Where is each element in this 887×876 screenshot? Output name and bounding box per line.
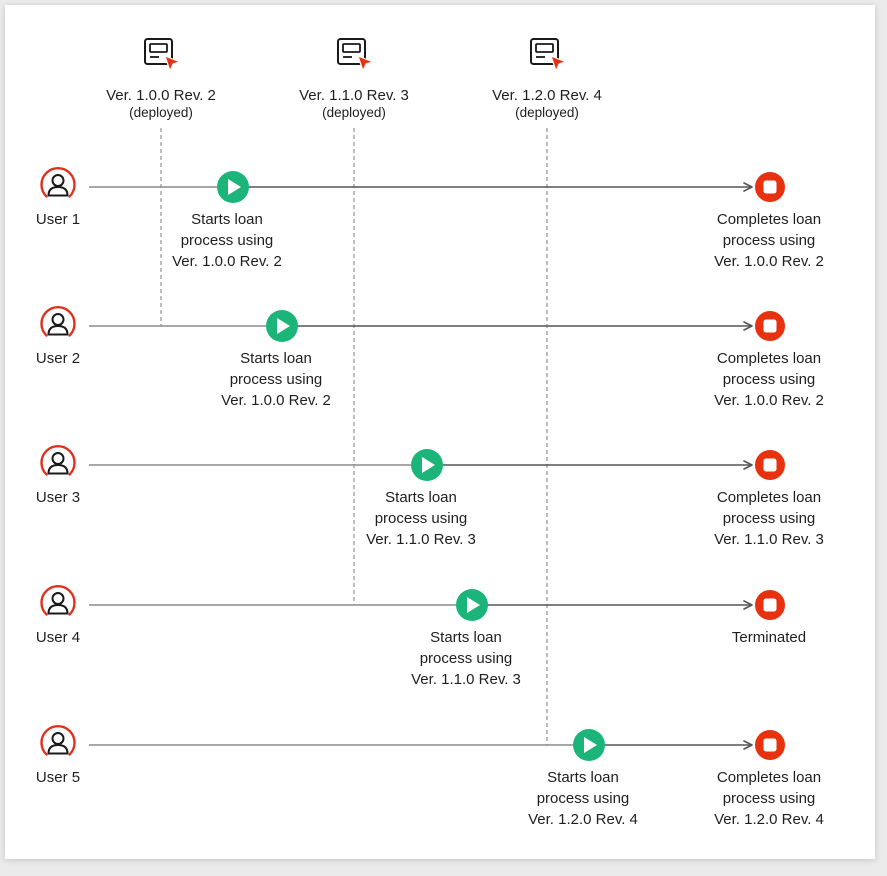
user-name-label: User 5 xyxy=(35,769,81,786)
start-label: Starts loan xyxy=(385,489,457,506)
stop-icon xyxy=(755,730,785,760)
deployment-icon xyxy=(337,38,374,72)
start-label: Ver. 1.1.0 Rev. 3 xyxy=(366,531,476,548)
timeline-diagram xyxy=(40,38,785,761)
play-icon xyxy=(411,449,443,481)
end-label: Completes loan xyxy=(716,350,822,367)
stop-icon-square xyxy=(763,319,777,333)
user-icon-head xyxy=(51,313,65,326)
stop-icon-square xyxy=(763,180,777,194)
deployment-icon-screen xyxy=(535,43,554,53)
start-label: Starts loan xyxy=(191,211,263,228)
deployment-icon-screen xyxy=(149,43,168,53)
start-label: Starts loan xyxy=(430,629,502,646)
deployment-cursor-icon xyxy=(164,55,181,72)
start-label: process using xyxy=(180,232,274,249)
start-label: Ver. 1.0.0 Rev. 2 xyxy=(221,392,331,409)
user-icon-body xyxy=(47,325,69,336)
end-label: Ver. 1.1.0 Rev. 3 xyxy=(714,531,824,548)
deployment-status-label: (deployed) xyxy=(515,105,579,120)
end-label: Ver. 1.0.0 Rev. 2 xyxy=(714,392,824,409)
play-icon-triangle xyxy=(467,597,480,613)
end-label: Completes loan xyxy=(716,489,822,506)
play-icon-triangle xyxy=(584,737,597,753)
user-icon xyxy=(40,305,76,337)
stop-icon xyxy=(755,311,785,341)
end-label: process using xyxy=(722,232,816,249)
user-icon xyxy=(40,166,76,198)
play-icon-triangle xyxy=(422,457,435,473)
user-icon xyxy=(40,584,76,616)
start-label: Starts loan xyxy=(547,769,619,786)
deployment-version-label: Ver. 1.1.0 Rev. 3 xyxy=(299,87,409,104)
user-icon-head xyxy=(51,592,65,605)
play-icon xyxy=(456,589,488,621)
deployment-cursor-icon xyxy=(550,55,567,72)
start-label: process using xyxy=(536,790,630,807)
user-icon-ring xyxy=(40,584,76,616)
start-label: process using xyxy=(229,371,323,388)
user-icon-ring xyxy=(40,305,76,337)
stop-icon xyxy=(755,450,785,480)
user-icon-body xyxy=(47,604,69,615)
user-icon-ring xyxy=(40,444,76,476)
end-label: Terminated xyxy=(731,629,807,646)
start-label: process using xyxy=(419,650,513,667)
end-label: Completes loan xyxy=(716,769,822,786)
play-icon-triangle xyxy=(228,179,241,195)
user-name-label: User 1 xyxy=(35,211,81,228)
user-icon xyxy=(40,724,76,756)
play-icon xyxy=(266,310,298,342)
user-icon-body xyxy=(47,464,69,475)
stop-icon-square xyxy=(763,598,777,612)
play-icon-triangle xyxy=(277,318,290,334)
play-icon xyxy=(573,729,605,761)
deployment-version-label: Ver. 1.2.0 Rev. 4 xyxy=(492,87,602,104)
deployment-cursor-icon xyxy=(357,55,374,72)
user-icon-head xyxy=(51,174,65,187)
deployment-status-label: (deployed) xyxy=(322,105,386,120)
end-label: process using xyxy=(722,371,816,388)
deployment-icon xyxy=(530,38,567,72)
user-icon xyxy=(40,444,76,476)
end-label: Ver. 1.2.0 Rev. 4 xyxy=(714,811,824,828)
user-name-label: User 3 xyxy=(35,489,81,506)
user-icon-ring xyxy=(40,166,76,198)
end-label: process using xyxy=(722,790,816,807)
deployment-status-label: (deployed) xyxy=(129,105,193,120)
user-icon-head xyxy=(51,452,65,465)
user-name-label: User 4 xyxy=(35,629,81,646)
user-icon-head xyxy=(51,732,65,745)
start-label: Ver. 1.1.0 Rev. 3 xyxy=(411,671,521,688)
start-label: Ver. 1.0.0 Rev. 2 xyxy=(172,253,282,270)
start-label: Ver. 1.2.0 Rev. 4 xyxy=(528,811,638,828)
deployment-icon-screen xyxy=(342,43,361,53)
stop-icon xyxy=(755,590,785,620)
end-label: Completes loan xyxy=(716,211,822,228)
deployment-icon xyxy=(144,38,181,72)
user-name-label: User 2 xyxy=(35,350,81,367)
user-icon-body xyxy=(47,744,69,755)
user-icon-body xyxy=(47,186,69,197)
play-icon xyxy=(217,171,249,203)
end-label: process using xyxy=(722,510,816,527)
end-label: Ver. 1.0.0 Rev. 2 xyxy=(714,253,824,270)
stop-icon xyxy=(755,172,785,202)
start-label: Starts loan xyxy=(240,350,312,367)
diagram-card: Ver. 1.0.0 Rev. 2(deployed)Ver. 1.1.0 Re… xyxy=(5,5,875,859)
start-label: process using xyxy=(374,510,468,527)
stop-icon-square xyxy=(763,458,777,472)
deployment-version-label: Ver. 1.0.0 Rev. 2 xyxy=(106,87,216,104)
stop-icon-square xyxy=(763,738,777,752)
user-icon-ring xyxy=(40,724,76,756)
